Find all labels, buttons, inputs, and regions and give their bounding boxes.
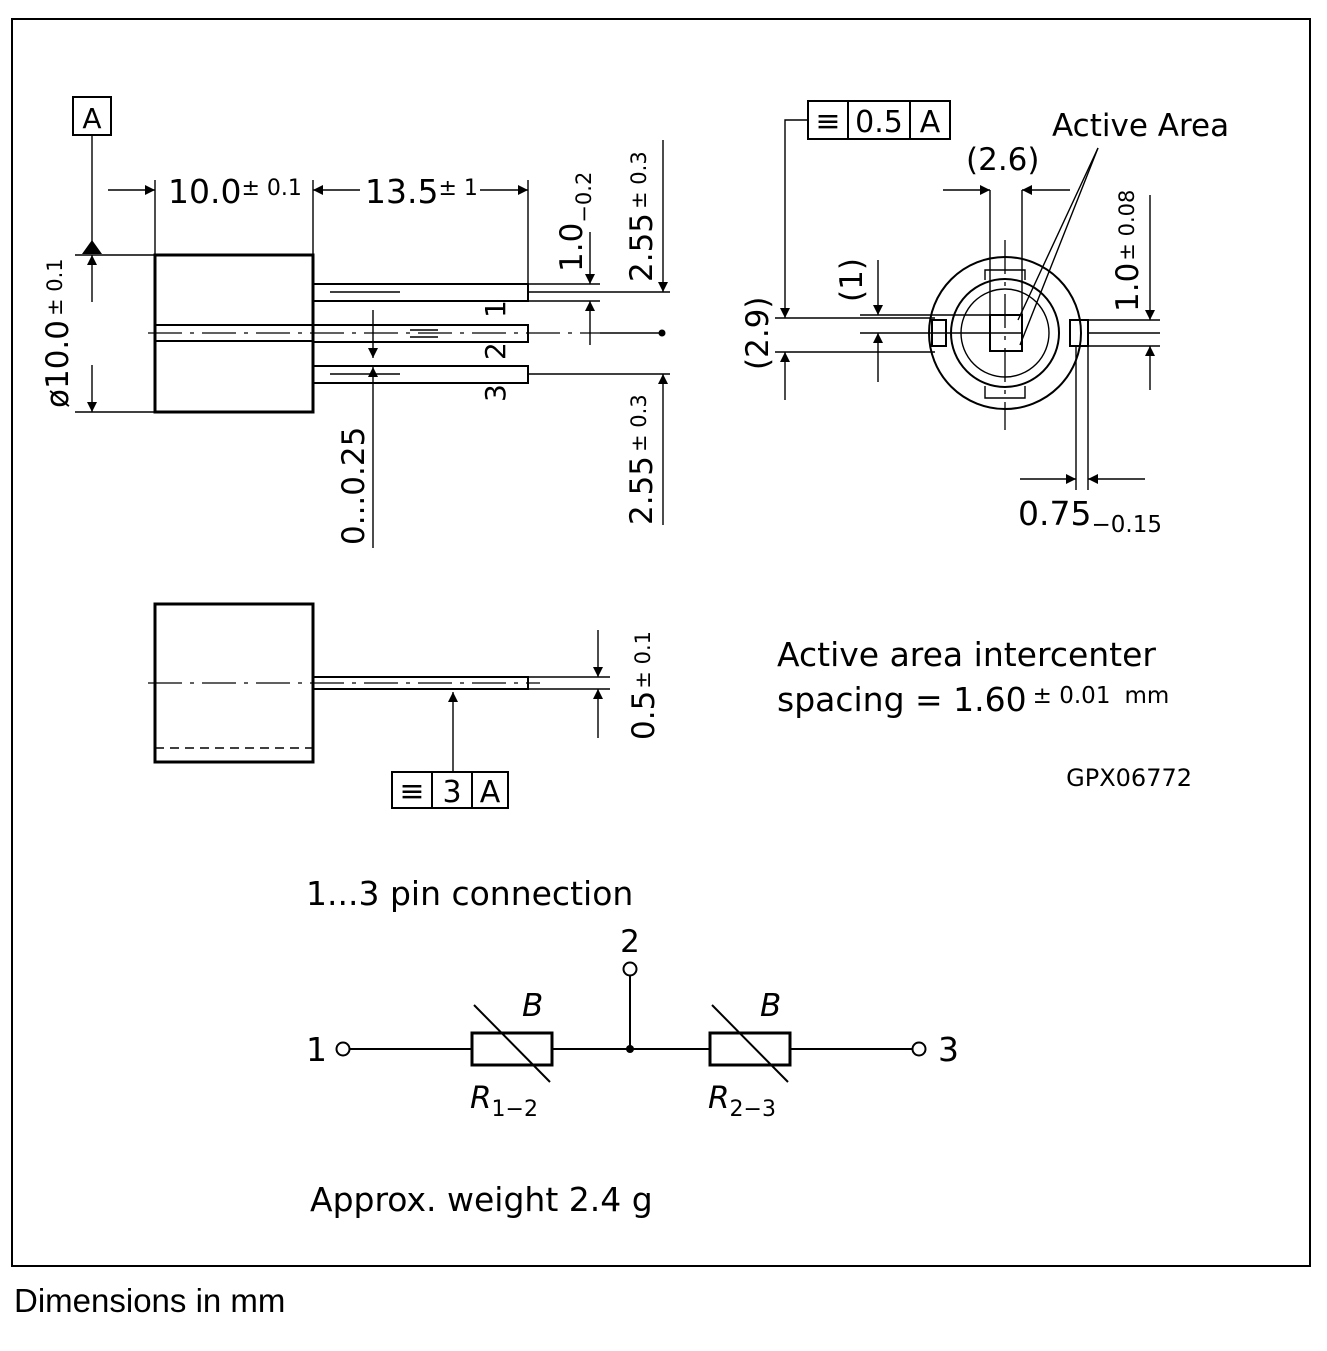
fcf-symbol: ≡ (815, 104, 840, 139)
pitch-top-tol: ± 0.3 (627, 151, 651, 209)
lead-length-tol: ± 1 (438, 176, 477, 201)
pin2-label: 2 (620, 924, 640, 960)
top-fcf-symbol: ≡ (399, 774, 424, 809)
dim-2-9: (2.9) (740, 297, 776, 371)
schematic-title: 1...3 pin connection (306, 874, 633, 913)
svg-text:2.55± 0.3: 2.55 ± 0.3 (624, 151, 660, 282)
datum-triangle (82, 240, 102, 254)
datum-label: A (82, 102, 101, 135)
notes: Active area intercenter spacing = 1.60± … (777, 635, 1192, 792)
lead-length-value: 13.5 (365, 172, 438, 211)
pitch-top-value: 2.55 (624, 213, 660, 282)
svg-text:0.5± 0.1: 0.5± 0.1 (626, 631, 662, 740)
svg-text:1.0± 0.08: 1.0± 0.08 (1110, 190, 1146, 312)
top-lead (312, 676, 529, 690)
note-tol: ± 0.01 (1033, 683, 1111, 709)
fcf-datum: A (920, 105, 941, 140)
note-line-2: spacing = 1.60 (777, 680, 1027, 719)
pin-label-3: 3 (479, 384, 512, 402)
top-fcf-datum: A (480, 775, 501, 810)
resistor-r1-2 (470, 1031, 554, 1067)
pin-label-1: 1 (479, 300, 512, 318)
pin1-label: 1 (306, 1030, 327, 1069)
svg-text:1.0−0.2: 1.0−0.2 (554, 172, 596, 272)
top-fcf-value: 3 (442, 775, 461, 810)
r1-label: R (470, 1080, 492, 1116)
lead-width-tol: −0.2 (572, 172, 596, 223)
svg-text:R1−2: R1−2 (470, 1080, 538, 1122)
thickness-value: 0.5 (626, 691, 662, 740)
dim-2-6: (2.6) (966, 142, 1040, 178)
drawing-frame (11, 18, 1311, 1267)
svg-text:13.5± 1: 13.5± 1 (365, 172, 478, 211)
diameter-tol: ± 0.1 (43, 258, 67, 316)
pitch-bottom-tol: ± 0.3 (627, 394, 651, 452)
pin-label-2: 2 (479, 342, 512, 360)
pin3-label: 3 (938, 1030, 959, 1069)
weight-note: Approx. weight 2.4 g (310, 1180, 653, 1219)
svg-text:R2−3: R2−3 (708, 1080, 776, 1122)
top-view: 0.5± 0.1 ≡ 3 A (148, 602, 662, 810)
tab-width-value: 1.0 (1110, 263, 1146, 312)
svg-text:0.75−0.15: 0.75−0.15 (1018, 494, 1162, 538)
drawing-id: GPX06772 (1066, 764, 1192, 792)
units-caption: Dimensions in mm (14, 1282, 286, 1319)
schematic: 1...3 pin connection 2 1 3 B B R1−2 R2−3 (306, 874, 959, 1122)
front-view: ≡ 0.5 A Active Area (2.6) (1) (740, 100, 1229, 538)
r1-subscript: 1−2 (492, 1097, 538, 1122)
tab-thickness-tol: −0.15 (1091, 512, 1161, 538)
note-line-1: Active area intercenter (777, 635, 1156, 674)
tab-width-tol: ± 0.08 (1115, 190, 1139, 261)
resistor-r2-3 (708, 1031, 792, 1067)
svg-text:10.0± 0.1: 10.0± 0.1 (168, 172, 302, 211)
r2-subscript: 2−3 (730, 1097, 776, 1122)
pitch-bottom-value: 2.55 (624, 456, 660, 525)
length-value: 10.0 (168, 172, 241, 211)
length-tol: ± 0.1 (241, 176, 301, 201)
note-unit: mm (1124, 683, 1169, 709)
lead-width-value: 1.0 (554, 223, 590, 272)
offset-dim: 0...0.25 (336, 427, 372, 545)
dim-1: (1) (834, 258, 870, 302)
svg-text:2.55± 0.3: 2.55 ± 0.3 (624, 394, 660, 525)
active-area-label: Active Area (1052, 108, 1229, 144)
r2-label: R (708, 1080, 730, 1116)
thickness-tol: ± 0.1 (631, 631, 655, 689)
tab-thickness-value: 0.75 (1018, 494, 1091, 533)
svg-text:ø10.0± 0.1: ø10.0 ± 0.1 (40, 258, 76, 408)
fcf-value: 0.5 (855, 105, 903, 140)
side-view: A 10.0± 0.1 13.5± 1 1.0−0.2 (40, 96, 670, 548)
b-label-2: B (760, 988, 781, 1024)
b-label-1: B (522, 988, 543, 1024)
diameter-value: ø10.0 (40, 320, 76, 408)
